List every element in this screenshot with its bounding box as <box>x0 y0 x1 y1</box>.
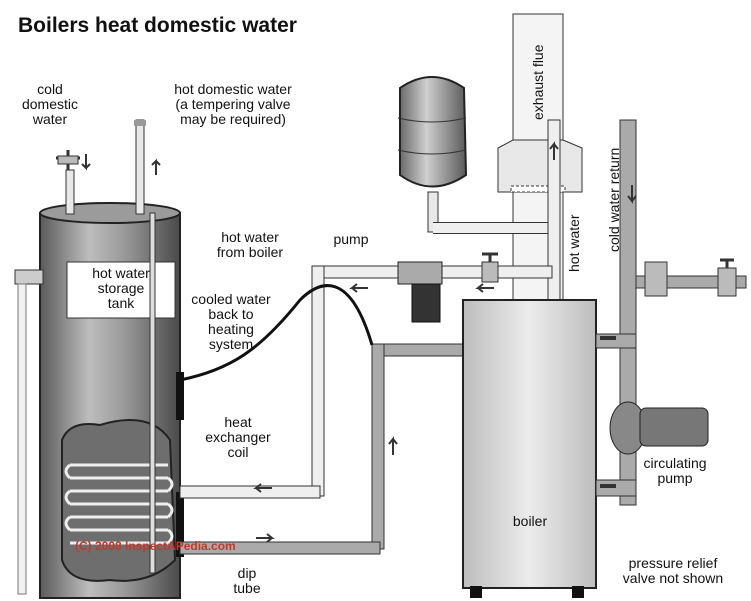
hot-water-storage-tank <box>14 202 184 599</box>
dip-tube <box>149 212 156 574</box>
heat-exchanger-coil <box>64 463 174 545</box>
label-cold-water-return: cold water return <box>606 147 622 252</box>
cooled-water-pipe <box>179 284 468 555</box>
label-hot-water-from-boiler: hot water from boiler <box>216 229 284 260</box>
domestic-water-pipes <box>56 119 161 215</box>
label-hot-water-storage-tank: hot water storage tank <box>92 265 150 311</box>
label-hot-water-vertical: hot water <box>566 214 582 272</box>
label-pressure-relief: pressure relief valve not shown <box>622 555 724 586</box>
label-circulating-pump: circulating pump <box>643 455 707 486</box>
label-heat-exchanger-coil: heat exchanger coil <box>205 414 271 460</box>
label-cooled-water: cooled water back to heating system <box>191 291 271 352</box>
pump <box>397 261 443 323</box>
label-boiler: boiler <box>512 513 548 529</box>
label-cold-domestic-water: cold domestic water <box>21 81 79 127</box>
label-dip-tube: dip tube <box>233 565 261 596</box>
copyright-watermark: (C) 2008 InspectAPedia.com <box>75 539 236 553</box>
label-pump: pump <box>333 231 369 247</box>
label-hot-domestic-water: hot domestic water (a tempering valve ma… <box>174 81 292 127</box>
circulating-pump <box>609 401 709 455</box>
page-title: Boilers heat domestic water <box>18 14 297 37</box>
expansion-tank <box>397 76 555 234</box>
label-exhaust-flue: exhaust flue <box>530 44 546 121</box>
boiler <box>462 299 597 598</box>
